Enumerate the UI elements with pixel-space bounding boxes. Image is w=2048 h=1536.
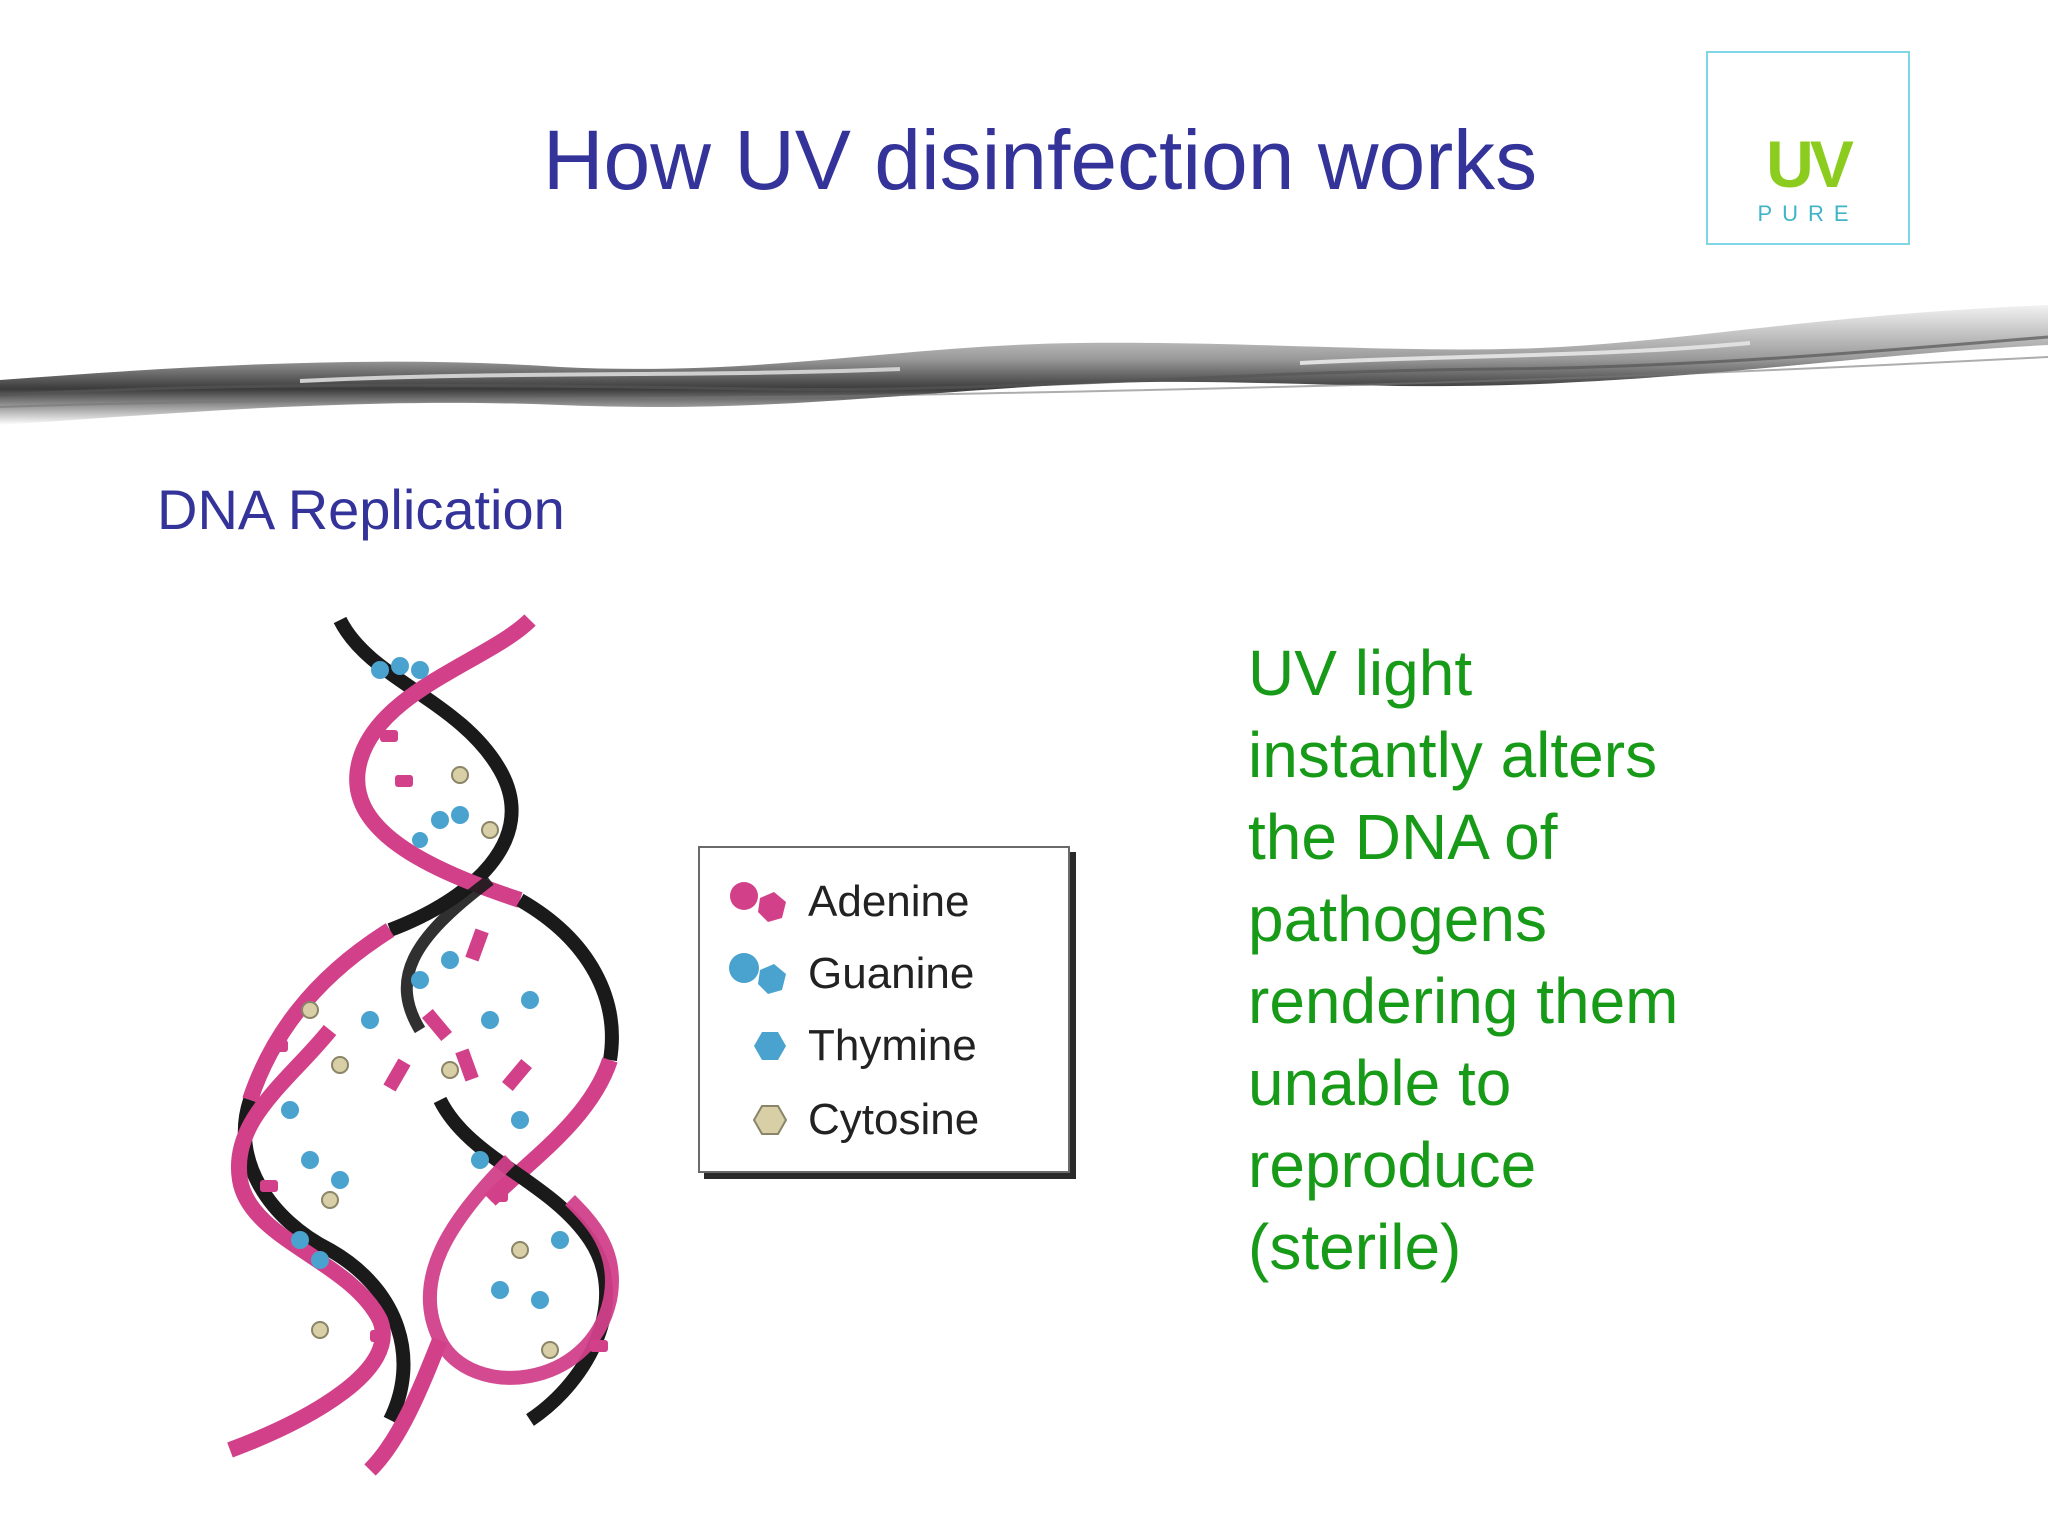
legend-label: Adenine [808, 877, 970, 926]
uv-pure-logo: UV PURE [1706, 51, 1910, 245]
body-line: rendering them [1248, 965, 1679, 1037]
body-text: UV light instantly alters the DNA of pat… [1248, 632, 1808, 1288]
body-line: (sterile) [1248, 1211, 1462, 1283]
adenine-icon [730, 882, 786, 922]
body-line: the DNA of [1248, 801, 1558, 873]
water-wave-graphic [0, 305, 2048, 425]
slide-title: How UV disinfection works [542, 113, 1538, 207]
section-subtitle: DNA Replication [157, 478, 565, 541]
logo-sub-text: PURE [1757, 201, 1859, 226]
guanine-icon [729, 953, 786, 994]
logo-brand-text: UV [1766, 127, 1854, 201]
legend-label: Guanine [808, 949, 975, 998]
dna-helix-illustration [227, 614, 619, 1476]
body-line: pathogens [1248, 883, 1547, 955]
legend-item-cytosine: Cytosine [700, 1090, 1068, 1150]
body-line: UV light [1248, 637, 1473, 709]
legend-item-adenine: Adenine [700, 872, 1068, 932]
legend-label: Cytosine [808, 1095, 980, 1144]
body-line: reproduce [1248, 1129, 1537, 1201]
body-line: unable to [1248, 1047, 1512, 1119]
legend-item-guanine: Guanine [700, 944, 1068, 1004]
legend-label: Thymine [808, 1021, 977, 1070]
cytosine-icon [752, 1105, 788, 1135]
thymine-icon [754, 1032, 786, 1060]
body-line: instantly alters [1248, 719, 1658, 791]
nucleotide-legend: Adenine Guanine Thymine Cytosine [698, 846, 1070, 1173]
legend-item-thymine: Thymine [700, 1016, 1068, 1076]
